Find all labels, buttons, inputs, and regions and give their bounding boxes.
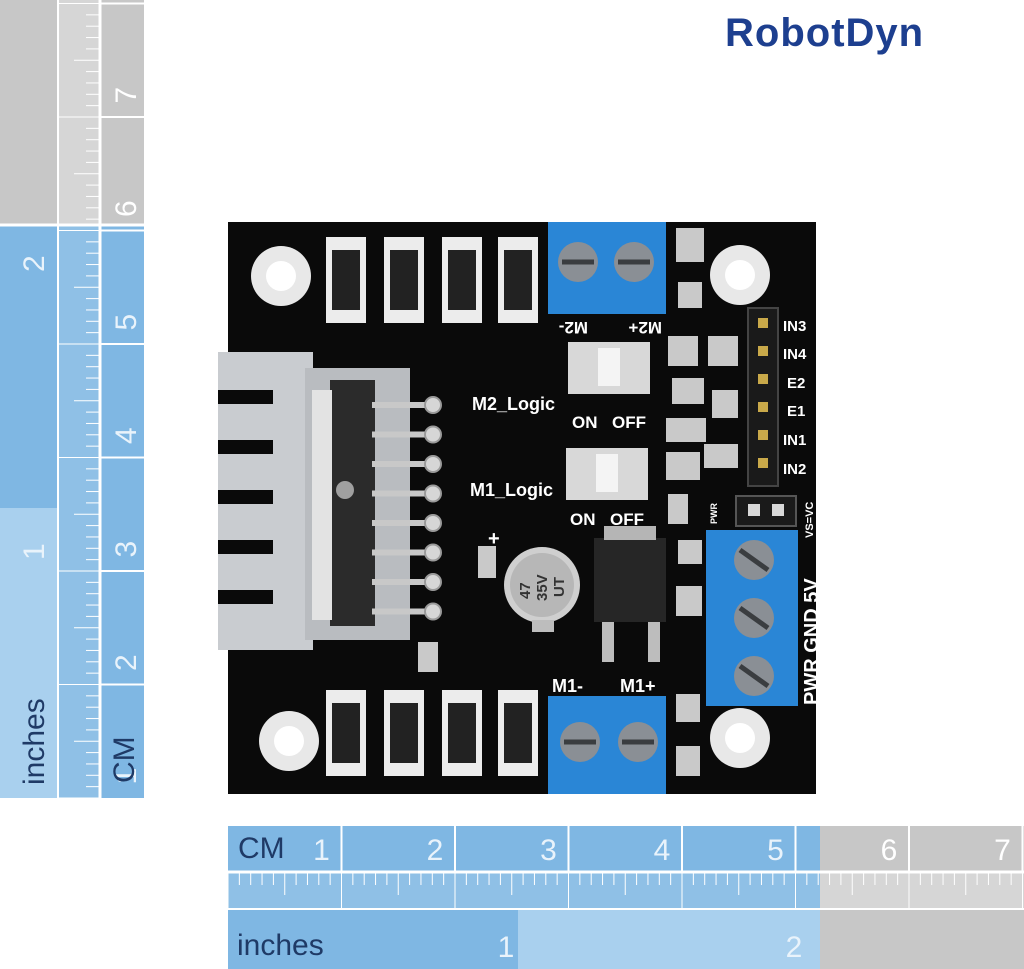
vertical-cm-number: 2 xyxy=(110,654,143,671)
voltage-regulator xyxy=(594,526,666,662)
horizontal-inch-number: 2 xyxy=(786,931,803,964)
capacitor-value: 47 xyxy=(517,582,534,599)
label-m1-minus: M1- xyxy=(552,676,583,696)
label-m1-off: OFF xyxy=(610,510,644,529)
heatsink xyxy=(218,352,410,650)
horizontal-cm-label: CM xyxy=(238,832,285,865)
vertical-cm-label: CM xyxy=(108,736,141,783)
vertical-cm-number: 4 xyxy=(110,427,143,444)
input-header xyxy=(747,307,779,487)
motor-driver-board: M2- M2+ M1- M1+ M2_Logic M1_Logic ON OFF… xyxy=(218,222,823,794)
vertical-cm-number: 5 xyxy=(110,314,143,331)
label-jumper: VS=VC xyxy=(804,502,816,538)
label-m2-logic: M2_Logic xyxy=(472,394,555,414)
label-m2-minus: M2- xyxy=(559,318,588,337)
vertical-ruler: 1 2 3 4 5 6 7 1 2 CM inches xyxy=(0,0,144,799)
l298-pins xyxy=(372,396,442,621)
mounting-hole xyxy=(259,711,319,771)
horizontal-cm-number: 3 xyxy=(540,834,557,867)
capacitor-mark: UT xyxy=(551,577,568,597)
label-m1-on: ON xyxy=(570,510,596,529)
label-pin-e1: E1 xyxy=(787,403,805,420)
label-pin-in1: IN1 xyxy=(783,432,806,449)
jumper xyxy=(735,495,797,527)
label-cap-plus: + xyxy=(488,528,500,550)
vertical-cm-number: 3 xyxy=(110,541,143,558)
horizontal-inches-label: inches xyxy=(237,929,324,962)
switch-m2-logic xyxy=(568,342,650,394)
label-pin-in3: IN3 xyxy=(783,318,806,335)
label-pin-in4: IN4 xyxy=(783,346,807,363)
label-pin-in2: IN2 xyxy=(783,461,806,478)
capacitor-voltage: 35V xyxy=(534,574,551,601)
horizontal-cm-number: 2 xyxy=(427,834,444,867)
label-pin-e2: E2 xyxy=(787,375,805,392)
horizontal-cm-number: 4 xyxy=(654,834,671,867)
vertical-cm-number: 1 xyxy=(110,768,143,785)
label-m1-logic: M1_Logic xyxy=(470,480,553,500)
mounting-hole xyxy=(710,245,770,305)
horizontal-cm-number: 1 xyxy=(313,834,330,867)
terminal-block-m2 xyxy=(548,222,666,314)
label-pwr-led: PWR xyxy=(709,503,719,524)
label-m1-plus: M1+ xyxy=(620,676,656,696)
diodes-top xyxy=(326,237,538,323)
horizontal-cm-number: 5 xyxy=(767,834,784,867)
smd-components xyxy=(418,228,738,776)
vertical-inches-label: inches xyxy=(18,698,51,785)
mounting-hole xyxy=(710,708,770,768)
vertical-inch-number: 2 xyxy=(18,255,51,272)
label-m2-on: ON xyxy=(572,413,598,432)
vertical-cm-number: 6 xyxy=(110,200,143,217)
electrolytic-capacitor xyxy=(504,547,580,632)
horizontal-inch-number: 1 xyxy=(498,931,515,964)
vertical-inch-number: 1 xyxy=(18,543,51,560)
label-power-terminal: PWR GND 5V xyxy=(801,578,823,705)
switch-m1-logic xyxy=(566,448,648,500)
horizontal-cm-number: 6 xyxy=(881,834,898,867)
horizontal-cm-number: 7 xyxy=(994,834,1011,867)
terminal-block-power xyxy=(706,530,798,706)
diodes-bottom xyxy=(326,690,538,776)
label-m2-off: OFF xyxy=(612,413,646,432)
vertical-cm-number: 7 xyxy=(110,87,143,104)
label-m2-plus: M2+ xyxy=(628,318,662,337)
mounting-hole xyxy=(251,246,311,306)
robotdyn-logo: RobotDyn xyxy=(725,11,924,55)
horizontal-ruler: 1 2 3 4 5 6 7 1 2 CM inches xyxy=(227,826,1024,969)
terminal-block-m1 xyxy=(548,696,666,794)
